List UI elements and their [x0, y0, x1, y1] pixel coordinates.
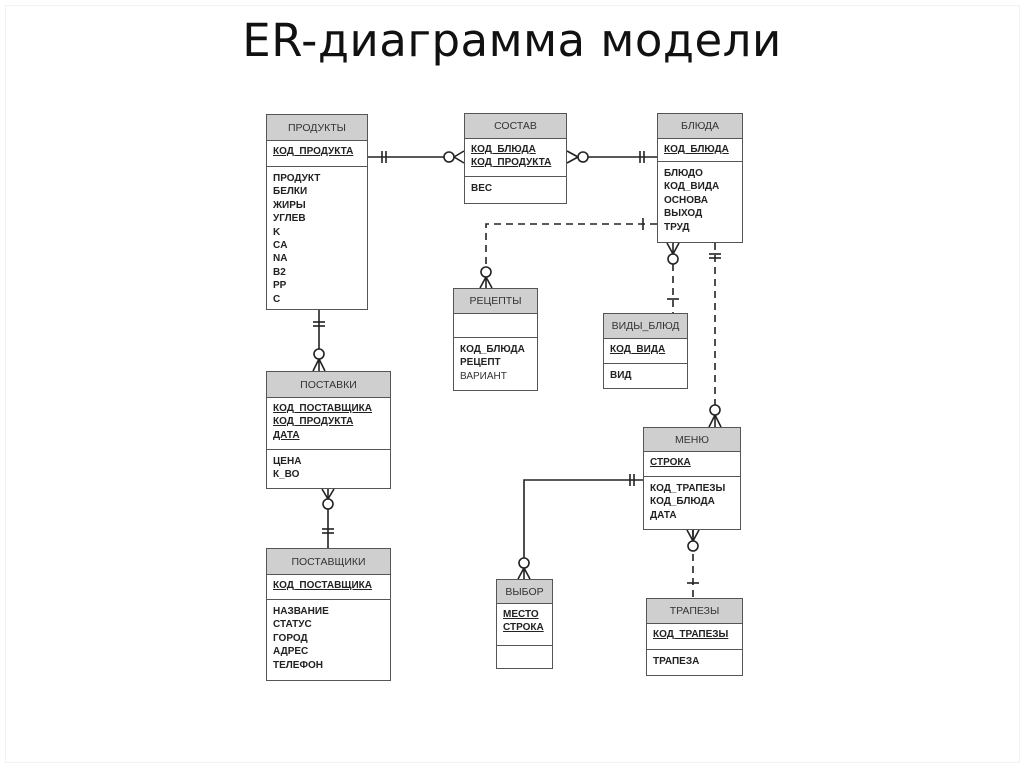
- attribute-field: ПРОДУКТ: [273, 173, 321, 184]
- primary-key-section: КОД_ПРОДУКТА: [267, 141, 367, 167]
- primary-key-field: КОД_ПРОДУКТА: [273, 416, 354, 428]
- entity-name: РЕЦЕПТЫ: [454, 289, 537, 314]
- primary-key-field: КОД_ПРОДУКТА: [471, 157, 552, 169]
- primary-key-section: КОД_ТРАПЕЗЫ: [647, 624, 742, 650]
- rel-meals-menu: [686, 529, 700, 598]
- attribute-field: ДАТА: [650, 509, 677, 521]
- entity-meals[interactable]: ТРАПЕЗЫ КОД_ТРАПЕЗЫ ТРАПЕЗА: [646, 598, 743, 676]
- primary-key-field: СТРОКА: [503, 622, 544, 634]
- entity-name: МЕНЮ: [644, 428, 740, 452]
- slide-title: ER-диаграмма модели: [242, 14, 782, 67]
- attribute-field: СТАТУС: [273, 619, 312, 631]
- attribute-field: ОСНОВА: [664, 194, 708, 206]
- attribute-field: НАЗВАНИЕ: [273, 606, 329, 617]
- attribute-field: УГЛЕВ: [273, 213, 306, 225]
- attribute-field: ТЕЛЕФОН: [273, 659, 323, 671]
- rel-suppliers-deliveries: [321, 488, 335, 548]
- attribute-field: БЛЮДО: [664, 168, 703, 179]
- primary-key-section: КОД_БЛЮДА КОД_ПРОДУКТА: [465, 139, 566, 177]
- entity-name: ТРАПЕЗЫ: [647, 599, 742, 624]
- attribute-section: ЦЕНА К_ВО: [267, 450, 390, 487]
- attribute-field: КОД_ТРАПЕЗЫ: [650, 483, 726, 494]
- entity-name: ПОСТАВКИ: [267, 372, 390, 398]
- attribute-field: КОД_ВИДА: [664, 181, 720, 193]
- rel-products-composition: [368, 150, 465, 164]
- attribute-field: ЦЕНА: [273, 456, 302, 467]
- attribute-field: C: [273, 293, 281, 305]
- attribute-field: ТРУД: [664, 221, 690, 233]
- primary-key-field: СТРОКА: [650, 457, 691, 468]
- attribute-section: [497, 646, 552, 656]
- entity-name: ПРОДУКТЫ: [267, 115, 367, 141]
- entity-choice[interactable]: ВЫБОР МЕСТО СТРОКА: [496, 579, 553, 669]
- attribute-field: ВАРИАНТ: [460, 370, 507, 382]
- entity-composition[interactable]: СОСТАВ КОД_БЛЮДА КОД_ПРОДУКТА ВЕС: [464, 113, 567, 204]
- attribute-field: ВЫХОД: [664, 208, 703, 220]
- primary-key-section: КОД_БЛЮДА: [658, 139, 742, 162]
- attribute-field: К_ВО: [273, 469, 300, 481]
- primary-key-section: КОД_ПОСТАВЩИКА: [267, 575, 390, 600]
- attribute-field: ГОРОД: [273, 632, 308, 644]
- entity-name: СОСТАВ: [465, 114, 566, 139]
- entity-dish-types[interactable]: ВИДЫ_БЛЮД КОД_ВИДА ВИД: [603, 313, 688, 389]
- attribute-field: АДРЕС: [273, 646, 309, 658]
- primary-key-field: ДАТА: [273, 429, 300, 441]
- slide-frame: [5, 5, 1020, 763]
- primary-key-section: КОД_ВИДА: [604, 339, 687, 364]
- primary-key-field: КОД_БЛЮДА: [664, 144, 729, 155]
- primary-key-field: КОД_БЛЮДА: [471, 144, 536, 155]
- entity-name: ПОСТАВЩИКИ: [267, 549, 390, 575]
- attribute-field: CA: [273, 240, 288, 252]
- entity-name: ВЫБОР: [497, 580, 552, 604]
- attribute-field: K: [273, 226, 281, 238]
- attribute-field: РЕЦЕПТ: [460, 357, 501, 369]
- attribute-field: ЖИРЫ: [273, 199, 306, 211]
- attribute-field: B2: [273, 266, 286, 278]
- rel-dishes-recipes: [479, 218, 657, 289]
- attribute-field: ТРАПЕЗА: [653, 656, 700, 667]
- primary-key-field: КОД_ТРАПЕЗЫ: [653, 629, 729, 640]
- attribute-field: ВИД: [610, 370, 632, 381]
- attribute-field: NA: [273, 253, 288, 265]
- rel-dishes-menu: [708, 243, 722, 428]
- primary-key-field: КОД_ПОСТАВЩИКА: [273, 403, 372, 414]
- primary-key-field: КОД_ПОСТАВЩИКА: [273, 580, 372, 591]
- attribute-field: ВЕС: [471, 183, 493, 194]
- rel-dishes-dishtypes: [666, 242, 680, 313]
- primary-key-section: МЕСТО СТРОКА: [497, 604, 552, 646]
- attribute-section: ВЕС: [465, 177, 566, 200]
- attribute-section: ВИД: [604, 364, 687, 387]
- attribute-section: ТРАПЕЗА: [647, 650, 742, 673]
- primary-key-field: МЕСТО: [503, 609, 539, 620]
- attribute-field: PP: [273, 280, 287, 292]
- rel-dishes-composition: [566, 150, 657, 164]
- attribute-field: КОД_БЛЮДА: [460, 344, 525, 355]
- primary-key-section: СТРОКА: [644, 452, 740, 477]
- primary-key-section: [454, 314, 537, 338]
- attribute-field: КОД_БЛЮДА: [650, 496, 715, 508]
- rel-products-deliveries: [312, 310, 326, 372]
- primary-key-field: КОД_ВИДА: [610, 344, 666, 355]
- attribute-field: БЕЛКИ: [273, 186, 308, 198]
- entity-name: ВИДЫ_БЛЮД: [604, 314, 687, 339]
- rel-menu-choice: [517, 474, 643, 580]
- entity-name: БЛЮДА: [658, 114, 742, 139]
- primary-key-field: КОД_ПРОДУКТА: [273, 146, 354, 157]
